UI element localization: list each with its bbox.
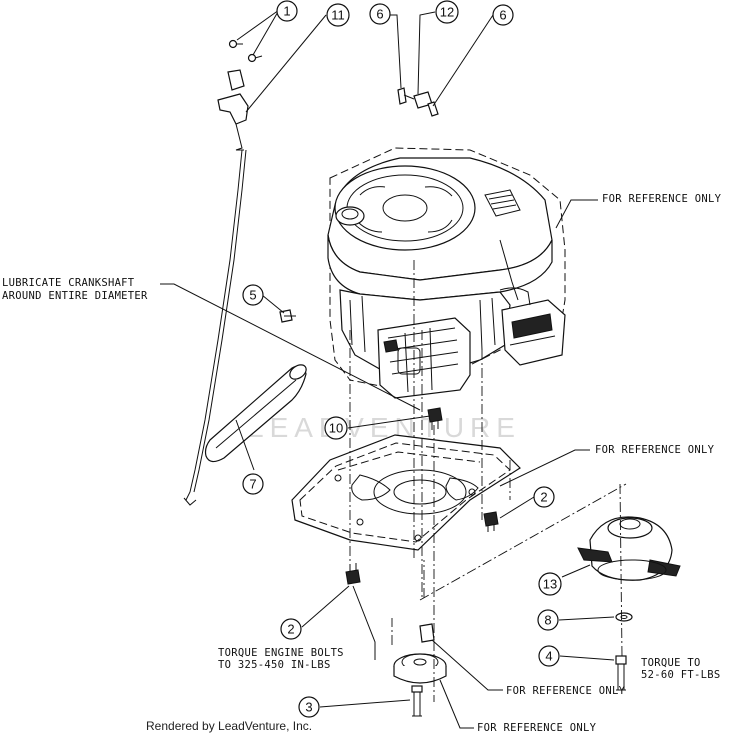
svg-text:6: 6 — [376, 7, 383, 22]
svg-text:6: 6 — [499, 8, 506, 23]
svg-text:10: 10 — [329, 421, 343, 436]
engine-bolts-part-2 — [345, 511, 499, 585]
callout-11[interactable]: 11 — [326, 3, 350, 27]
bolt-part-10 — [427, 407, 443, 430]
note-lubricate-line1: LUBRICATE CRANKSHAFT — [2, 277, 135, 289]
svg-text:2: 2 — [540, 490, 547, 505]
svg-text:7: 7 — [249, 477, 256, 492]
note-torque-pulley-line2: 52-60 FT-LBS — [641, 669, 720, 681]
callout-4[interactable]: 4 — [538, 645, 560, 667]
note-torque-engine-line1: TORQUE ENGINE BOLTS — [218, 647, 344, 659]
callout-13[interactable]: 13 — [538, 572, 562, 596]
svg-text:12: 12 — [440, 5, 454, 20]
hose-part-7 — [204, 364, 307, 463]
svg-text:8: 8 — [544, 613, 551, 628]
hose-fittings — [279, 87, 439, 323]
note-ref-key: FOR REFERENCE ONLY — [506, 685, 626, 697]
svg-text:11: 11 — [331, 8, 345, 23]
svg-text:1: 1 — [283, 4, 290, 19]
bolt-part-4 — [615, 655, 627, 665]
note-ref-engine: FOR REFERENCE ONLY — [602, 193, 722, 205]
alignment-lines — [349, 260, 627, 702]
callout-2-right[interactable]: 2 — [533, 486, 555, 508]
pulley-assembly-part-13 — [577, 516, 681, 691]
svg-text:13: 13 — [543, 577, 557, 592]
note-ref-pulley: FOR REFERENCE ONLY — [477, 722, 597, 734]
note-torque-engine-line2: TO 325-450 IN-LBS — [218, 659, 331, 671]
note-torque-pulley-line1: TORQUE TO — [641, 657, 701, 669]
callout-12[interactable]: 12 — [435, 0, 459, 24]
svg-text:4: 4 — [545, 649, 552, 664]
callout-6-left[interactable]: 6 — [369, 3, 391, 25]
callout-1[interactable]: 1 — [276, 0, 298, 22]
mounting-plate — [291, 434, 521, 551]
engine-assembly — [327, 147, 566, 399]
callout-6-right[interactable]: 6 — [492, 4, 514, 26]
dipstick-assembly — [183, 39, 263, 506]
credit-text: Rendered by LeadVenture, Inc. — [146, 719, 312, 733]
callout-2-left[interactable]: 2 — [280, 618, 302, 640]
callout-3[interactable]: 3 — [298, 696, 320, 718]
washer-part-8 — [615, 612, 633, 622]
key — [419, 623, 435, 643]
lower-pulley-part-3 — [393, 623, 447, 717]
callout-10[interactable]: 10 — [324, 416, 348, 440]
svg-text:2: 2 — [287, 622, 294, 637]
note-ref-plate: FOR REFERENCE ONLY — [595, 444, 715, 456]
callout-8[interactable]: 8 — [537, 609, 559, 631]
note-lubricate-line2: AROUND ENTIRE DIAMETER — [2, 290, 148, 302]
callout-5[interactable]: 5 — [242, 284, 264, 306]
svg-text:3: 3 — [305, 700, 312, 715]
watermark: LEADVENTURE — [248, 412, 521, 443]
callout-7[interactable]: 7 — [242, 473, 264, 495]
svg-text:5: 5 — [249, 288, 256, 303]
